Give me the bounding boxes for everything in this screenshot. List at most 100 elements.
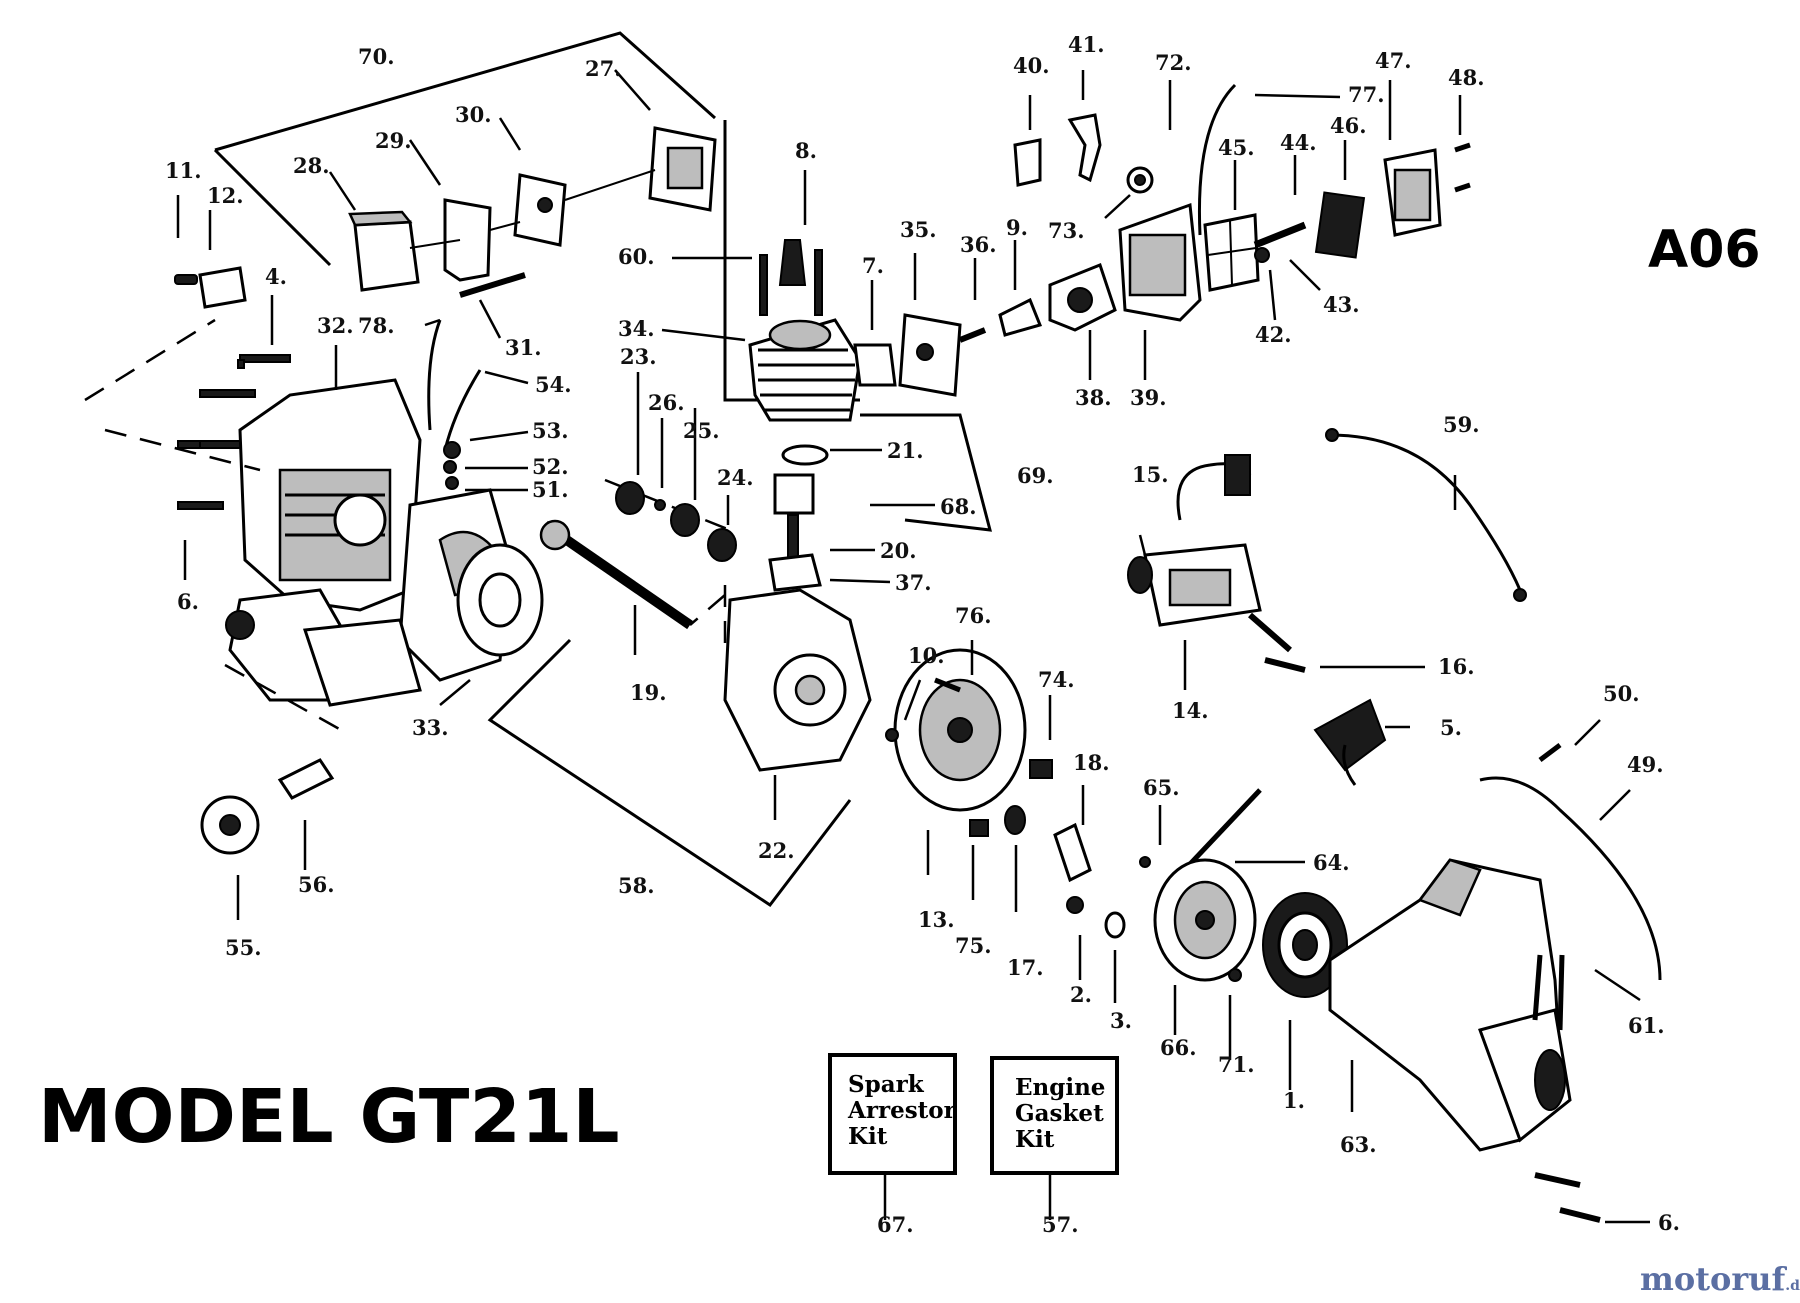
kit-gasket-line1: Engine xyxy=(1015,1074,1105,1101)
part-label: 26. xyxy=(648,390,685,415)
part-label: 17. xyxy=(1007,955,1044,980)
model-title: MODEL GT21L xyxy=(38,1074,620,1160)
part-label: 74. xyxy=(1038,667,1075,692)
leader-arrows xyxy=(176,69,1650,1224)
part-label: 50. xyxy=(1603,681,1640,706)
part-label: 1. xyxy=(1283,1088,1305,1113)
part-label: 66. xyxy=(1160,1035,1197,1060)
part-label: 70. xyxy=(358,44,395,69)
spark-arrestor-kit-box: Spark Arrestor Kit xyxy=(828,1053,957,1175)
part-label: 72. xyxy=(1155,50,1192,75)
part-label: 13. xyxy=(918,907,955,932)
part-label: 54. xyxy=(535,372,572,397)
part-label: 65. xyxy=(1143,775,1180,800)
part-label: 57. xyxy=(1042,1212,1079,1237)
part-label: 18. xyxy=(1073,750,1110,775)
diagram-code: A06 xyxy=(1648,220,1761,280)
part-label: 42. xyxy=(1255,322,1292,347)
part-label: 33. xyxy=(412,715,449,740)
part-label: 10. xyxy=(908,643,945,668)
part-label: 45. xyxy=(1218,135,1255,160)
part-label: 12. xyxy=(207,183,244,208)
part-label: 20. xyxy=(880,538,917,563)
engine-gasket-kit-box: Engine Gasket Kit xyxy=(990,1056,1119,1175)
part-label: 44. xyxy=(1280,130,1317,155)
part-label: 49. xyxy=(1627,752,1664,777)
part-label: 16. xyxy=(1438,654,1475,679)
kit-gasket-line3: Kit xyxy=(1015,1126,1055,1153)
part-label: 61. xyxy=(1628,1013,1665,1038)
engine-assembly xyxy=(174,266,693,855)
part-label: 77. xyxy=(1348,82,1385,107)
part-label: 39. xyxy=(1130,385,1167,410)
part-label: 2. xyxy=(1070,982,1092,1007)
part-label: 53. xyxy=(532,418,569,443)
part-label: 23. xyxy=(620,344,657,369)
part-label: 60. xyxy=(618,244,655,269)
part-label: 34. xyxy=(618,316,655,341)
part-label: 27. xyxy=(585,56,622,81)
part-label: 11. xyxy=(165,158,202,183)
cylinder-group xyxy=(615,83,1471,592)
part-label: 6. xyxy=(1658,1210,1680,1235)
part-label: 63. xyxy=(1340,1132,1377,1157)
crankcase-flywheel xyxy=(487,588,1092,908)
part-label: 25. xyxy=(683,418,720,443)
part-label: 4. xyxy=(265,264,287,289)
part-label: 15. xyxy=(1132,462,1169,487)
starter-assembly xyxy=(1066,698,1662,1223)
part-label: 14. xyxy=(1172,698,1209,723)
part-label: 40. xyxy=(1013,53,1050,78)
part-label: 51. xyxy=(532,477,569,502)
part-label: 37. xyxy=(895,570,932,595)
part-label: 30. xyxy=(455,102,492,127)
part-label: 31. xyxy=(505,335,542,360)
watermark-main: motoruf xyxy=(1640,1260,1787,1298)
part-label: 36. xyxy=(960,232,997,257)
ignition-module xyxy=(1127,454,1306,673)
part-label: 5. xyxy=(1440,715,1462,740)
part-label: 8. xyxy=(795,138,817,163)
part-label: 73. xyxy=(1048,218,1085,243)
part-label: 7. xyxy=(862,253,884,278)
part-label: 56. xyxy=(298,872,335,897)
part-label: 41. xyxy=(1068,32,1105,57)
part-label: 68. xyxy=(940,494,977,519)
part-label: 6. xyxy=(177,589,199,614)
part-label: 29. xyxy=(375,128,412,153)
part-label: 19. xyxy=(630,680,667,705)
cable-59 xyxy=(1325,428,1527,602)
part-label: 64. xyxy=(1313,850,1350,875)
dash-lines xyxy=(84,318,731,737)
part-label: 76. xyxy=(955,603,992,628)
part-label: 38. xyxy=(1075,385,1112,410)
part-label: 3. xyxy=(1110,1008,1132,1033)
kit-spark-line2: Arrestor xyxy=(847,1097,957,1124)
part-label: 9. xyxy=(1006,215,1028,240)
watermark: motoruf.de xyxy=(1640,1260,1800,1298)
part-label: 35. xyxy=(900,217,937,242)
part-label: 48. xyxy=(1448,65,1485,90)
air-filter-group xyxy=(213,31,717,298)
part-label: 47. xyxy=(1375,48,1412,73)
part-labels: 70. 27. 30. 29. 28. 11. 12. 4. 32. 78. 3… xyxy=(165,32,1680,1237)
part-label: 71. xyxy=(1218,1052,1255,1077)
part-label: 75. xyxy=(955,933,992,958)
part-label: 55. xyxy=(225,935,262,960)
kit-gasket-line2: Gasket xyxy=(1015,1100,1104,1127)
part-label: 46. xyxy=(1330,113,1367,138)
part-label: 69. xyxy=(1017,463,1054,488)
kit-spark-line1: Spark xyxy=(848,1071,925,1098)
kit-spark-line3: Kit xyxy=(848,1123,888,1150)
part-label: 58. xyxy=(618,873,655,898)
part-label: 67. xyxy=(877,1212,914,1237)
part-label: 59. xyxy=(1443,412,1480,437)
part-label: 43. xyxy=(1323,292,1360,317)
part-label: 22. xyxy=(758,838,795,863)
part-label: 21. xyxy=(887,438,924,463)
part-label: 24. xyxy=(717,465,754,490)
watermark-suffix: .de xyxy=(1785,1278,1800,1294)
part-label: 32. xyxy=(317,313,354,338)
part-label: 28. xyxy=(293,153,330,178)
